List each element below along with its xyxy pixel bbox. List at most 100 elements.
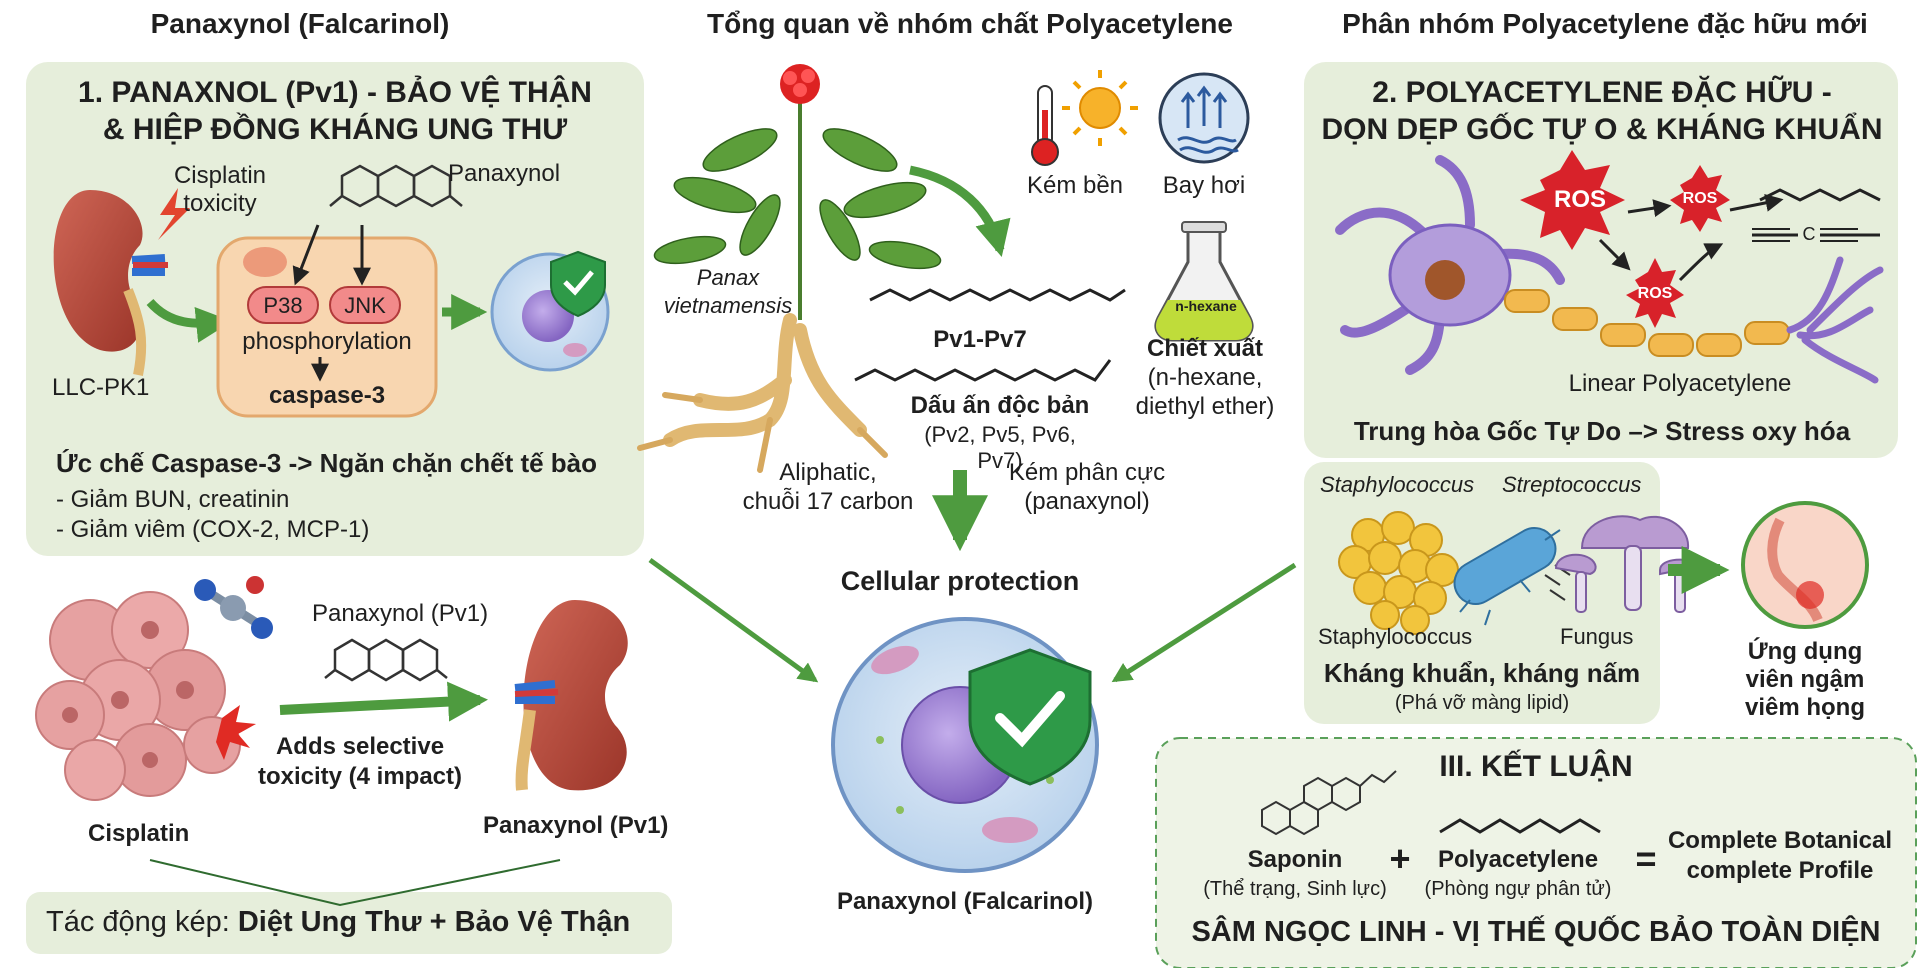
aliphatic-line1: Aliphatic, — [779, 459, 877, 486]
unstable-label: Kém bền — [1026, 172, 1124, 199]
left-title-line1: 1. PANAXNOL (Pv1) - BẢO VỆ THẬN — [78, 76, 592, 109]
app-line3: viêm họng — [1744, 694, 1865, 721]
application-label: Ứng dụng viên ngậm viêm họng — [1720, 638, 1890, 722]
right-panel-title: 2. POLYACETYLENE ĐẶC HỮU - DỌN DẸP GỐC T… — [1310, 74, 1894, 148]
right-title-line1: 2. POLYACETYLENE ĐẶC HỮU - — [1372, 76, 1832, 109]
right-header: Phân nhóm Polyacetylene đặc hữu mới — [1342, 8, 1868, 39]
caspase-inhibition-text: Ức chế Caspase-3 -> Ngăn chặn chết tế bà… — [56, 448, 598, 478]
polyacetylene-label: Polyacetylene — [1437, 846, 1599, 873]
panaxynol-pv1-label-top: Panaxynol (Pv1) — [312, 600, 489, 627]
conclusion-panel — [1155, 737, 1917, 968]
tumor-cluster-icon — [35, 591, 241, 801]
aliphatic-line2: chuỗi 17 carbon — [742, 488, 914, 515]
antibacterial-label: Kháng khuẩn, kháng nấm — [1323, 658, 1641, 688]
cell-line-label: LLC-PK1 — [52, 374, 150, 401]
p38-box — [247, 286, 319, 324]
right-title-line2: DỌN DẸP GỐC TỰ O & KHÁNG KHUẨN — [1321, 113, 1883, 146]
polyacetylene-structure-icon — [1439, 818, 1601, 834]
ros-burst-icon-3 — [1626, 258, 1684, 328]
polarity-line2: (panaxynol) — [1024, 488, 1150, 515]
app-line1: Ứng dụng — [1747, 638, 1863, 665]
saponin-structure-icon — [1261, 770, 1397, 836]
carbon-label: C — [1798, 224, 1820, 245]
panaxynol-molecule-icon — [329, 164, 463, 208]
adds-line1: Adds selective — [275, 733, 445, 760]
fungus-label: Fungus — [1560, 624, 1634, 649]
ros-label-3: ROS — [1637, 285, 1673, 302]
pv-molecule-icon-2 — [854, 359, 1112, 382]
dual-effect-prefix: Tác động kép: — [46, 906, 238, 938]
nhexane-flask-label: n-hexane — [1175, 298, 1237, 314]
neuron-icon — [1335, 155, 1884, 384]
neutralize-label: Trung hòa Gốc Tự Do –> Stress oxy hóa — [1353, 416, 1851, 446]
bullet-inflammation: - Giảm viêm (COX-2, MCP-1) — [56, 516, 370, 543]
shield-icon-large — [968, 648, 1092, 786]
strep-italic-label: Streptococcus — [1502, 472, 1642, 497]
ginseng-plant-icon — [637, 64, 942, 473]
volatile-label: Bay hơi — [1162, 172, 1246, 199]
extract-line3: diethyl ether) — [1135, 393, 1275, 420]
jnk-label: JNK — [344, 293, 386, 318]
left-header: Panaxynol (Falcarinol) — [150, 8, 450, 39]
cisplatin-toxicity-label: Cisplatin toxicity — [173, 162, 267, 217]
plant-name-label: Panax vietnamensis — [648, 264, 808, 320]
complete-line1: Complete Botanical — [1667, 827, 1893, 854]
final-statement: SÂM NGỌC LINH - VỊ THẾ QUỐC BẢO TOÀN DIỆ… — [1191, 916, 1881, 948]
evaporation-icon — [1158, 72, 1250, 164]
caspase-label: caspase-3 — [268, 382, 386, 409]
dual-effect-bold: Diệt Ung Thư + Bảo Vệ Thận — [237, 906, 631, 938]
polarity-label: Kém phân cực (panaxynol) — [992, 458, 1182, 516]
panaxynol-pv1-molecule-icon — [324, 638, 448, 682]
jnk-box — [329, 286, 401, 324]
shield-icon — [550, 250, 606, 318]
staph-italic-label: Staphylococcus — [1320, 472, 1475, 497]
ros-label-1: ROS — [1553, 186, 1606, 213]
complete-profile-label: Complete Botanical complete Profile — [1660, 826, 1900, 886]
ros-burst-icon — [1520, 150, 1625, 250]
ros-label-2: ROS — [1682, 190, 1718, 207]
phosphorylation-label: phosphorylation — [242, 328, 412, 355]
cell-signal-box — [216, 236, 438, 418]
cisplatin-label: Cisplatin — [88, 820, 190, 847]
burst-icon — [216, 705, 256, 760]
equals-sign: = — [1635, 838, 1657, 879]
staphylococcus-icon — [1338, 511, 1459, 635]
panaxynol-label: Panaxynol — [448, 160, 561, 187]
right-panel — [1304, 62, 1898, 458]
panaxynol-pv1-label-bottom: Panaxynol (Pv1) — [483, 812, 669, 839]
pv-molecule-icon — [869, 288, 1126, 302]
saponin-sub-label: (Thể trạng, Sinh lực) — [1203, 878, 1387, 900]
kidney-icon — [53, 190, 143, 352]
flask-icon — [1154, 221, 1254, 342]
dual-effect-banner — [26, 892, 672, 954]
bullet-bun: - Giảm BUN, creatinin — [56, 486, 290, 513]
pv-range-label: Pv1-Pv7 — [933, 326, 1027, 353]
plant-name-line2: vietnamensis — [663, 293, 793, 318]
linear-molecule-icon — [1759, 188, 1881, 202]
center-header: Tổng quan về nhóm chất Polyacetylene — [707, 8, 1233, 39]
dual-effect-text: Tác động kép: Diệt Ung Thư + Bảo Vệ Thận — [46, 906, 630, 939]
saponin-label: Saponin — [1247, 846, 1343, 873]
polarity-line1: Kém phân cực — [1008, 459, 1166, 486]
sun-icon — [1062, 70, 1138, 146]
plus-sign: + — [1389, 838, 1411, 879]
lightning-icon — [158, 188, 190, 240]
conclusion-title: III. KẾT LUẬN — [1439, 750, 1633, 783]
lipid-label: (Phá vỡ màng lipid) — [1394, 692, 1570, 714]
unique-mark-label: Dấu ấn độc bản — [910, 392, 1090, 419]
left-title-line2: & HIỆP ĐỒNG KHÁNG UNG THƯ — [102, 113, 568, 146]
linear-polyacetylene-label: Linear Polyacetylene — [1568, 370, 1792, 397]
cisplatin-molecule-icon — [194, 576, 273, 639]
throat-icon — [1741, 501, 1869, 629]
p38-label: P38 — [263, 293, 303, 318]
thermometer-icon — [1031, 85, 1059, 166]
polyacetylene-sub-label: (Phòng ngự phân tử) — [1424, 878, 1612, 900]
bacterium-icon — [1453, 527, 1561, 626]
plant-name-line1: Panax — [696, 265, 760, 290]
kidney-icon-2 — [523, 600, 628, 791]
ros-burst-icon-2 — [1670, 165, 1730, 232]
staph-label: Staphylococcus — [1318, 624, 1473, 649]
left-panel-title: 1. PANAXNOL (Pv1) - BẢO VỆ THẬN & HIỆP Đ… — [30, 74, 640, 148]
app-line2: viên ngậm — [1745, 666, 1865, 693]
